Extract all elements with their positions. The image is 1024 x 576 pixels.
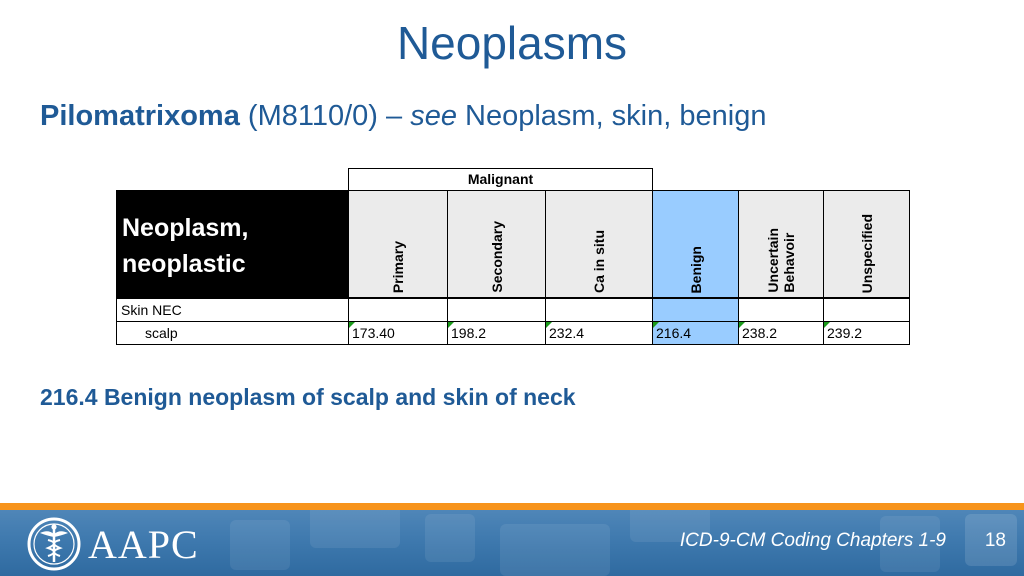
col-header-label: Benign [687, 245, 704, 293]
note-marker [739, 322, 745, 328]
table-cell [545, 298, 653, 322]
footer-tile [500, 524, 610, 576]
table-cell: 173.40 [348, 321, 448, 345]
table-cell: 232.4 [545, 321, 653, 345]
note-marker [824, 322, 830, 328]
col-header-ca-in-situ: Ca in situ [545, 190, 653, 298]
footer-tile [425, 514, 475, 562]
row-label: Skin NEC [116, 298, 349, 322]
table-cell [652, 298, 739, 322]
table-cell: 239.2 [823, 321, 910, 345]
note-marker [448, 322, 454, 328]
col-header-unspecified: Unspecified [823, 190, 910, 298]
col-header-secondary: Secondary [447, 190, 546, 298]
cell-value: 198.2 [451, 325, 487, 341]
malignant-group-header: Malignant [348, 168, 653, 191]
subtitle-term: Pilomatrixoma [40, 100, 240, 132]
table-cell: 216.4 [652, 321, 739, 345]
subtitle: Pilomatrixoma (M8110/0) – see Neoplasm, … [40, 100, 766, 133]
subtitle-see: see [410, 100, 457, 132]
col-header-label: Primary [390, 240, 406, 293]
aapc-logo: AAPC [26, 516, 199, 572]
note-marker [349, 322, 355, 328]
note-marker [546, 322, 552, 328]
row-label: scalp [116, 321, 349, 345]
slide-title: Neoplasms [396, 17, 628, 69]
table-cell [348, 298, 448, 322]
subtitle-ref: Neoplasm, skin, benign [465, 100, 767, 132]
footer-tile [310, 510, 400, 548]
table-cell [823, 298, 910, 322]
col-header-label: Uncertain Behavoir [765, 228, 797, 293]
col-header-primary: Primary [348, 190, 448, 298]
table-cell: 198.2 [447, 321, 546, 345]
table-row: Skin NEC [116, 298, 910, 322]
cell-value: 232.4 [549, 325, 585, 341]
table-cell: 238.2 [738, 321, 824, 345]
footer-tile [880, 516, 940, 572]
col-header-uncertain-behavior: Uncertain Behavoir [738, 190, 824, 298]
footer-accent-line [0, 503, 1024, 510]
col-header-label: Ca in situ [591, 229, 607, 293]
table-cell [738, 298, 824, 322]
note-marker [653, 322, 659, 328]
footer-tile [230, 520, 290, 570]
table-row: scalp 173.40 198.2 232.4 216.4 238.2 239… [116, 321, 910, 345]
col-header-label: Secondary [488, 221, 505, 293]
footer-bar: AAPC ICD-9-CM Coding Chapters 1-9 18 [0, 510, 1024, 576]
table-main-header: Neoplasm, neoplastic [116, 190, 348, 298]
footer-tile [965, 514, 1017, 566]
caduceus-icon [27, 517, 81, 571]
table-cell [447, 298, 546, 322]
cell-value: 239.2 [827, 325, 863, 341]
col-header-label: Unspecified [858, 213, 875, 293]
subtitle-code: (M8110/0) – [247, 100, 403, 132]
footer-caption: ICD-9-CM Coding Chapters 1-9 [679, 530, 946, 551]
cell-value: 173.40 [352, 325, 395, 341]
code-description: 216.4 Benign neoplasm of scalp and skin … [40, 384, 576, 410]
logo-text: AAPC [88, 521, 199, 567]
cell-value: 238.2 [742, 325, 778, 341]
page-number: 18 [984, 530, 1006, 551]
footer-tile [630, 510, 710, 542]
cell-value: 216.4 [656, 325, 692, 341]
col-header-benign: Benign [652, 190, 739, 298]
